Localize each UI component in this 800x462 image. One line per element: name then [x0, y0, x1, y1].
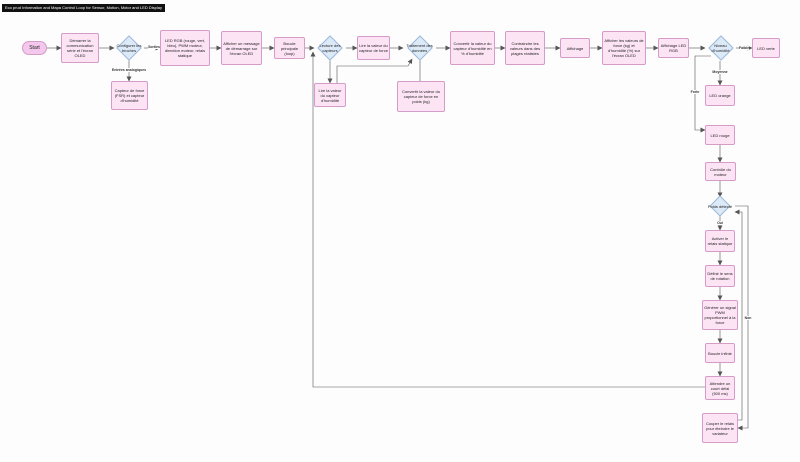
weight-detected-decision: Poids détecté [705, 195, 735, 217]
humidity-level-decision: Niveau d'humidité [705, 35, 736, 61]
main-loop-node: Boucle principale (loop) [274, 37, 305, 59]
led-orange-node: LED orange [705, 85, 735, 106]
read-force-node: Lire la valeur du capteur de force [357, 36, 390, 60]
set-direction-node: Définir le sens de rotation [705, 265, 735, 287]
display-node: Affichage [560, 38, 590, 58]
edge-wait-mainloop [310, 51, 705, 388]
edge-humidity-process [336, 58, 413, 86]
read-sensors-decision: Lecture des capteurs [314, 35, 346, 61]
edge-label-inputs: Entrées analogiques [111, 68, 147, 72]
init-comm-node: Démarrer la communication série et l'écr… [61, 33, 99, 63]
startup-message-node: Afficher un message de démarrage sur l'é… [221, 31, 262, 65]
generate-pwm-node: Générer un signal PWM proportionnel à la… [702, 300, 738, 330]
config-broches-decision: Configurer les broches [114, 35, 144, 61]
secondary-loop-node: Boucle infinie [705, 343, 735, 363]
outputs-led-node: LED RGB (rouge, vert, bleu), PWM moteur,… [160, 30, 210, 66]
start-node: Start [22, 41, 47, 55]
edge-cut-weight [734, 209, 743, 421]
inputs-sensors-node: Capteur de force (FSR) et capteur d'humi… [111, 81, 148, 110]
edge-label-outputs: Sorties [148, 45, 160, 49]
constrain-node: Contraindre les valeurs dans des plages … [505, 31, 545, 65]
data-processing-decision: Traitement des données [403, 35, 436, 61]
show-values-node: Afficher les valeurs de force (kg) et d'… [602, 31, 646, 65]
convert-force-node: Convertir la valeur du capteur de force … [397, 81, 445, 112]
motor-control-node: Contrôle du moteur [705, 162, 736, 181]
edge-label-medium: Moyenne [712, 70, 728, 74]
diagram-title: Eco prud Information and Mapa Control Lo… [2, 4, 165, 12]
led-red-node: LED rouge [705, 125, 735, 145]
config-broches-label: Configurer les broches [116, 43, 142, 53]
led-green-node: LED verte [752, 38, 780, 58]
data-processing-label: Traitement des données [406, 43, 433, 53]
weight-detected-label: Poids détecté [707, 203, 733, 209]
wait-delay-node: Attendre un court délai (500 ms) [705, 376, 735, 400]
edge-label-yes: Oui [717, 221, 723, 225]
activate-relay-node: Activer le relais statique [705, 230, 735, 252]
cut-relay-node: Couper le relais pour éteindre le variat… [702, 413, 738, 443]
edge-label-high: Faible [738, 46, 750, 50]
read-humidity-node: Lire la valeur du capteur d'humidité [314, 83, 346, 107]
edge-label-low: Forte [690, 90, 700, 94]
display-led-node: Affichage LED RGB [658, 38, 689, 58]
humidity-level-label: Niveau d'humidité [711, 43, 730, 53]
read-sensors-label: Lecture des capteurs [319, 43, 341, 53]
convert-humidity-node: Convertir la valeur du capteur d'humidit… [450, 31, 495, 65]
edge-label-no: Non [744, 316, 752, 320]
